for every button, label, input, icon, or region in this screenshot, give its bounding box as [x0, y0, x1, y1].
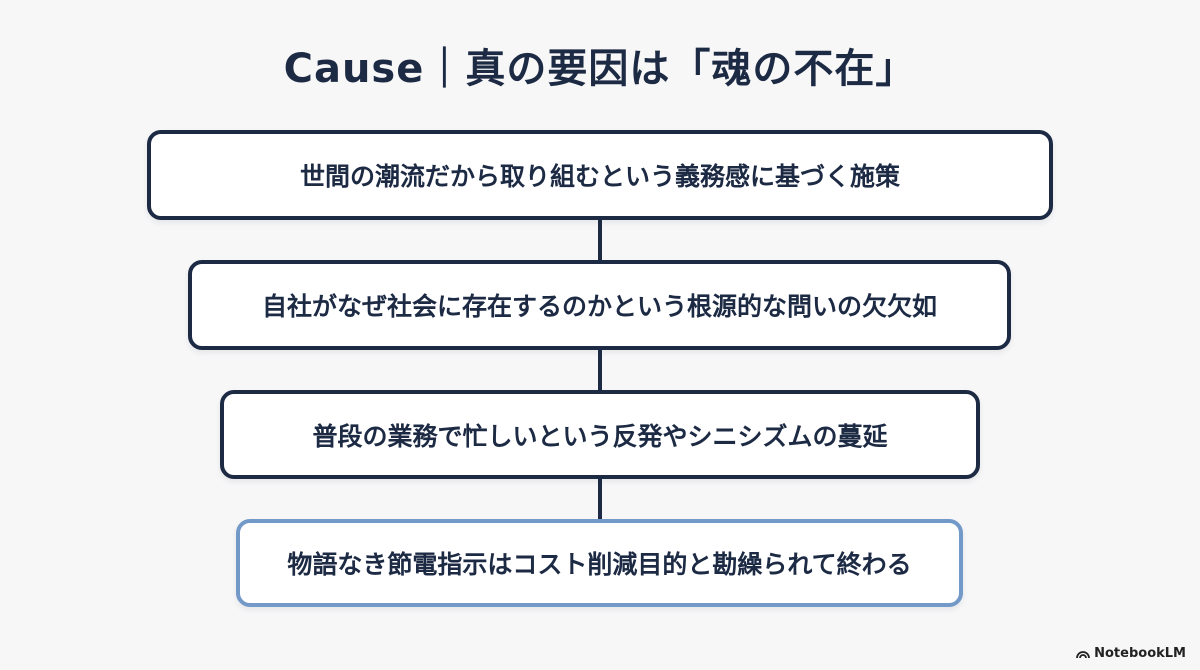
cause-step-4: 物語なき節電指示はコスト削減目的と勘繰られて終わる	[236, 519, 963, 607]
connector-line-1	[598, 218, 602, 264]
notebooklm-logo-icon	[1076, 648, 1091, 659]
cause-step-2-text: 自社がなぜ社会に存在するのかという根源的な問いの欠欠如	[261, 292, 937, 321]
page-title: Cause｜真の要因は「魂の不在」	[283, 46, 917, 92]
cause-step-1-text: 世間の潮流だから取り組むという義務感に基づく施策	[299, 162, 900, 191]
notebooklm-watermark: NotebookLM	[1076, 646, 1186, 661]
connector-line-2	[598, 348, 602, 394]
cause-step-2: 自社がなぜ社会に存在するのかという根源的な問いの欠欠如	[188, 260, 1011, 350]
cause-step-4-text: 物語なき節電指示はコスト削減目的と勘繰られて終わる	[287, 550, 912, 579]
cause-step-1: 世間の潮流だから取り組むという義務感に基づく施策	[147, 130, 1053, 220]
cause-step-3-text: 普段の業務で忙しいという反発やシニシズムの蔓延	[312, 421, 888, 451]
cause-step-3: 普段の業務で忙しいという反発やシニシズムの蔓延	[220, 390, 980, 479]
connector-line-3	[598, 477, 602, 523]
brand-label: NotebookLM	[1094, 646, 1186, 661]
